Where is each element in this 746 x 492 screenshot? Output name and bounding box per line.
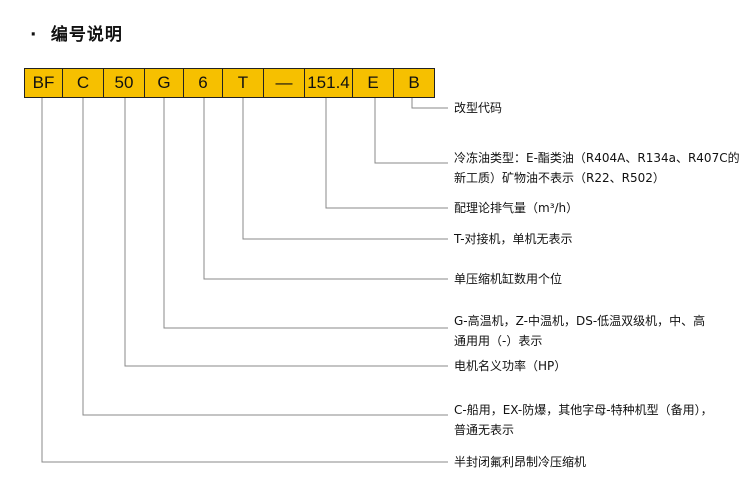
desc-cylinder-count: 单压缩机缸数用个位: [454, 272, 563, 286]
code-box-c: C: [62, 68, 104, 98]
code-box-t: T: [222, 68, 264, 98]
code-box-6: 6: [183, 68, 223, 98]
desc-displacement: 配理论排气量（m³/h）: [454, 201, 579, 215]
desc-unit-type: T-对接机，单机无表示: [454, 232, 573, 246]
desc-motor-power: 电机名义功率（HP）: [454, 359, 567, 373]
leader-line-c: [82, 98, 448, 416]
leader-line-1514: [325, 98, 448, 209]
code-box-g: G: [144, 68, 184, 98]
desc-compressor-type: 半封闭氟利昂制冷压缩机: [454, 455, 587, 469]
title-bullet: ·: [30, 25, 38, 45]
desc-temperature-class: G-高温机，Z-中温机，DS-低温双级机，中、高 通用用（-）表示: [454, 314, 706, 348]
code-box-b: B: [393, 68, 435, 98]
desc-modification-code: 改型代码: [454, 101, 503, 115]
leader-line-bf: [41, 98, 448, 463]
section-title: · 编号说明: [30, 20, 123, 45]
code-box-e: E: [352, 68, 394, 98]
leader-line-e: [374, 98, 448, 164]
title-text: 编号说明: [50, 25, 123, 45]
leader-line-t: [242, 98, 448, 240]
leader-line-g: [163, 98, 448, 329]
leader-line-6: [203, 98, 448, 280]
leader-line-b: [411, 98, 448, 109]
desc-special-type: C-船用，EX-防爆，其他字母-特种机型（备用）， 普通无表示: [454, 403, 713, 437]
leader-line-50: [124, 98, 448, 367]
desc-oil-type: 冷冻油类型：E-酯类油（R404A、R134a、R407C的 新工质）矿物油不表…: [454, 151, 740, 185]
